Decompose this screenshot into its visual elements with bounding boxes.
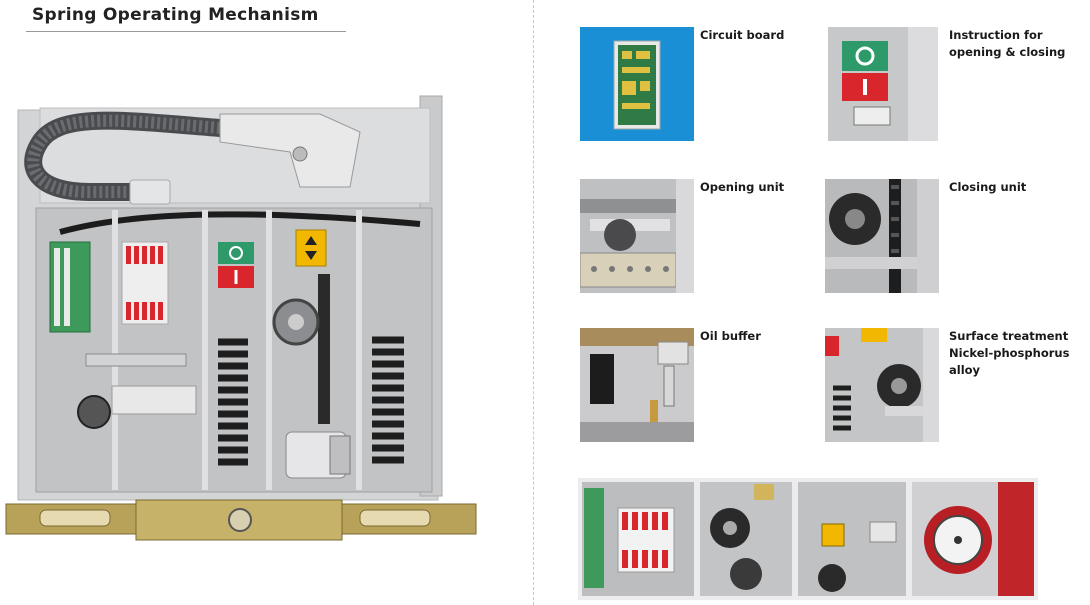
opening-unit-photo: [580, 179, 694, 293]
caption-oil-buffer: Oil buffer: [700, 329, 761, 343]
caption-closing-unit: Closing unit: [949, 180, 1027, 194]
composite-detail-photo: [578, 478, 1038, 600]
page-title: Spring Operating Mechanism: [32, 5, 319, 25]
caption-circuit-board: Circuit board: [700, 28, 785, 42]
closing-unit-photo: [825, 179, 939, 293]
page-divider: [533, 0, 534, 605]
caption-instruction: Instruction for opening & closing: [949, 28, 1066, 59]
oil-buffer-photo: [580, 328, 694, 442]
caption-opening-unit: Opening unit: [700, 180, 785, 194]
surface-treatment-photo: [825, 328, 939, 442]
circuit-board-photo: [580, 27, 694, 141]
caption-surface-treatment: Surface treatment Nickel-phosphorus allo…: [949, 329, 1070, 377]
mechanism-main-photo: [5, 95, 477, 541]
instruction-photo: [828, 27, 938, 141]
title-underline: [26, 31, 346, 32]
